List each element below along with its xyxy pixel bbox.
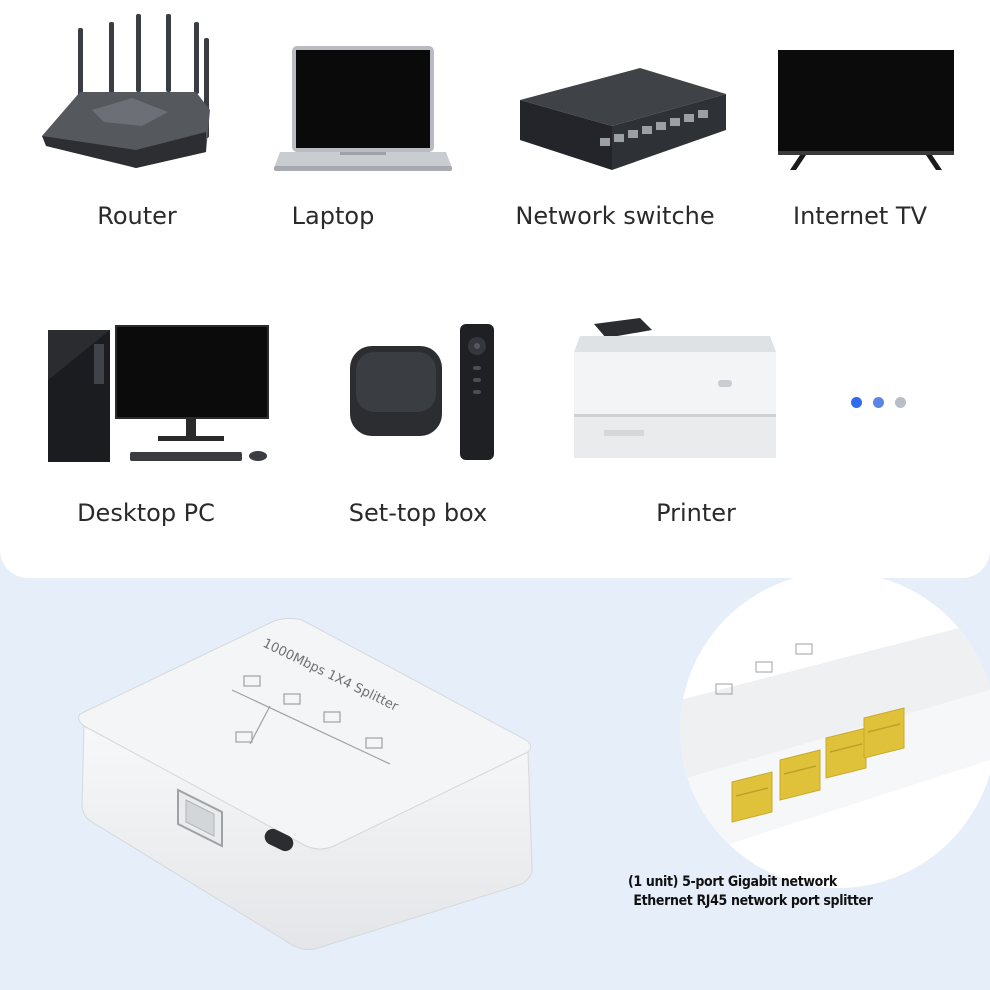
device-label-laptop: Laptop [291, 202, 375, 230]
router-icon [42, 14, 210, 168]
device-label-router: Router [97, 202, 177, 230]
carousel-dot-1[interactable] [851, 397, 862, 408]
caption-line-1: (1 unit) 5-port Gigabit network [628, 874, 837, 890]
desktop-pc-icon [48, 325, 269, 462]
network-switch-icon [520, 68, 726, 170]
tv-icon [778, 50, 954, 170]
device-label-desktop-pc: Desktop PC [77, 499, 215, 527]
printer-icon [574, 318, 776, 458]
product-caption: (1 unit) 5-port Gigabit network Ethernet… [628, 873, 873, 911]
laptop-icon [274, 46, 452, 171]
caption-line-2: Ethernet RJ45 network port splitter [633, 893, 873, 909]
device-label-printer: Printer [656, 499, 736, 527]
device-label-internet-tv: Internet TV [792, 202, 928, 230]
set-top-box-icon [350, 324, 494, 460]
carousel-dot-2[interactable] [873, 397, 884, 408]
device-label-set-top-box: Set-top box [348, 499, 488, 527]
carousel-dot-3[interactable] [895, 397, 906, 408]
device-label-network-switch: Network switche [515, 202, 715, 230]
